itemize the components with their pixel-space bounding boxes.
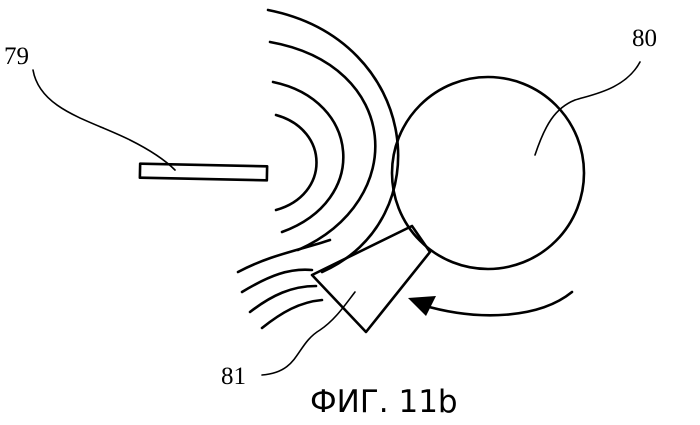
label-79: 79 bbox=[4, 43, 29, 70]
flow-line-4 bbox=[262, 300, 322, 328]
figure-caption: ФИГ. 11b bbox=[310, 384, 458, 420]
label-80: 80 bbox=[632, 25, 657, 52]
label-81: 81 bbox=[221, 363, 246, 390]
wave-arc-3 bbox=[273, 82, 343, 232]
flow-line-1 bbox=[238, 240, 330, 272]
flow-line-3 bbox=[250, 286, 316, 312]
flow-lines bbox=[238, 240, 330, 328]
leader-line-80 bbox=[535, 62, 640, 155]
wedge-81 bbox=[312, 226, 430, 332]
wave-arc-2 bbox=[270, 42, 375, 250]
flow-line-2 bbox=[242, 270, 312, 292]
leader-line-79 bbox=[33, 70, 175, 170]
wave-arc-1 bbox=[268, 10, 398, 272]
wave-arc-4 bbox=[276, 115, 317, 210]
plate-79 bbox=[140, 164, 267, 181]
rotation-arrowhead bbox=[408, 296, 436, 316]
rotation-arrow bbox=[422, 292, 572, 315]
wave-arcs bbox=[268, 10, 398, 272]
